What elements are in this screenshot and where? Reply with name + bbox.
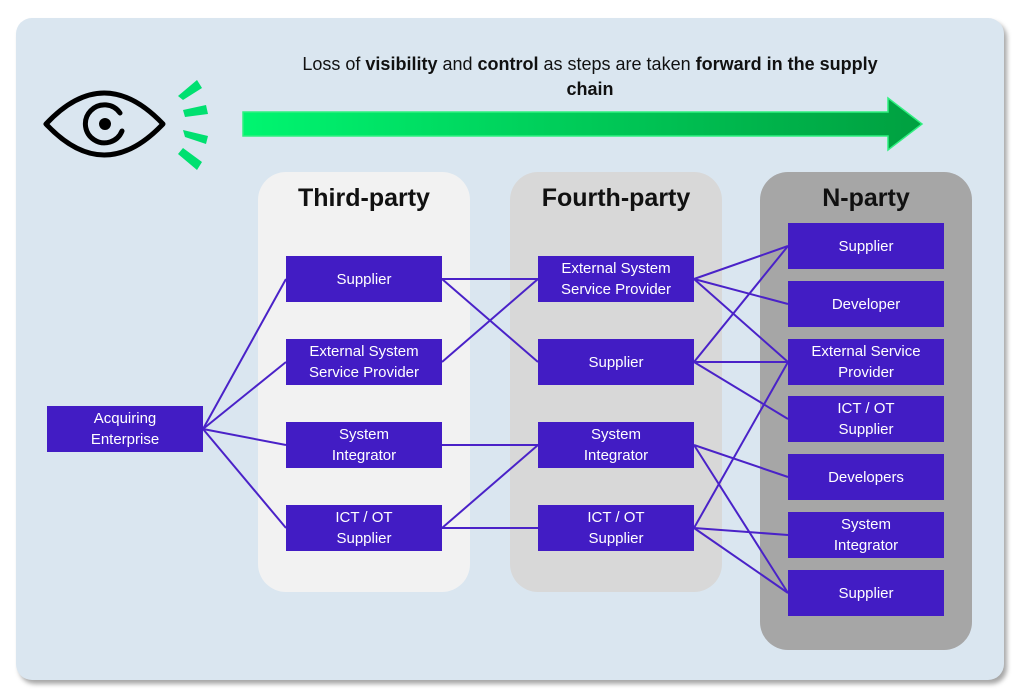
lane-title: N-party [822,184,910,212]
node-third-supplier: Supplier [286,256,442,302]
visibility-rays-icon [178,80,208,170]
node-fourth-supplier: Supplier [538,339,694,385]
headline-part: Loss of [302,54,366,74]
node-n-ict-ot-supplier: ICT / OT Supplier [788,396,944,442]
headline-part: and [437,54,478,74]
node-third-system-integrator: System Integrator [286,422,442,468]
eye-icon [43,90,166,158]
node-n-developer: Developer [788,281,944,327]
node-acquiring-enterprise: Acquiring Enterprise [47,406,203,452]
lane-title: Third-party [298,184,430,212]
node-n-supplier-2: Supplier [788,570,944,616]
headline-part: control [477,54,539,74]
headline-part: visibility [365,54,438,74]
headline: Loss of visibility and control as steps … [300,52,880,102]
node-n-supplier: Supplier [788,223,944,269]
node-fourth-ict-ot-supplier: ICT / OT Supplier [538,505,694,551]
node-n-external-service-provider: External Service Provider [788,339,944,385]
node-third-ict-ot-supplier: ICT / OT Supplier [286,505,442,551]
node-fourth-system-integrator: System Integrator [538,422,694,468]
headline-part: as steps are taken [538,54,696,74]
headline-part: forward in the supply chain [566,54,878,99]
node-n-developers: Developers [788,454,944,500]
lane-title: Fourth-party [541,184,691,212]
node-fourth-external-system-service-provider: External System Service Provider [538,256,694,302]
node-n-system-integrator: System Integrator [788,512,944,558]
forward-arrow-icon [242,96,924,152]
node-third-external-system-service-provider: External System Service Provider [286,339,442,385]
